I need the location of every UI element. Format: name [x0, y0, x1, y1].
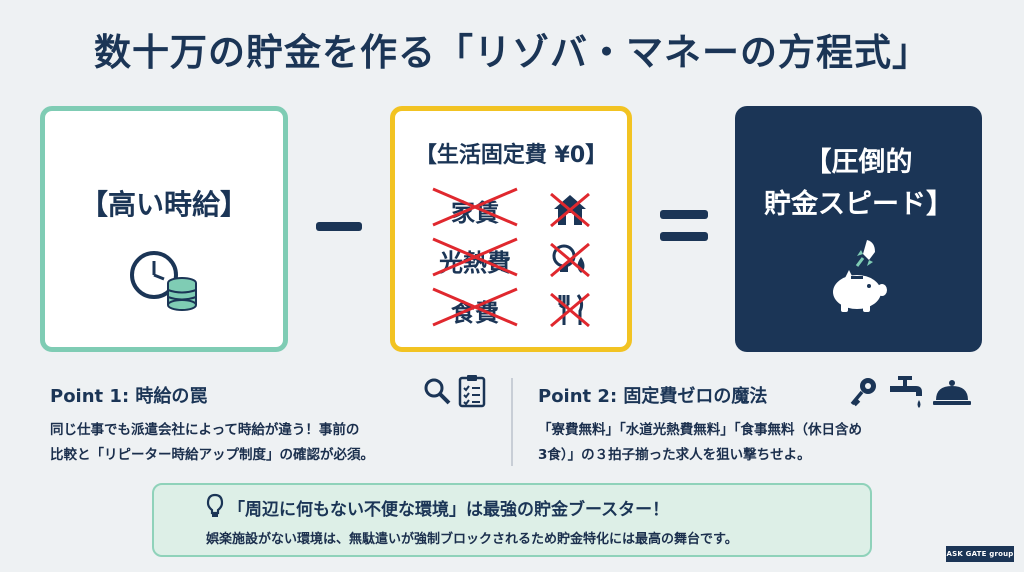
piggy-rocket-icon [832, 240, 887, 312]
cross-mark-icon [432, 237, 518, 276]
savings-speed-label: 【圧倒的 貯金スピード】 [764, 147, 953, 220]
minus-operator [316, 222, 362, 231]
equals-operator-top [660, 210, 708, 219]
tip-banner: 「周辺に何もない不便な環境」は最強の貯金ブースター！ 娯楽施設がない環境は、無駄… [152, 483, 872, 557]
cross-mark-icon [432, 187, 518, 226]
key-icon [850, 378, 876, 407]
cost-row-rent: 家賃 [421, 185, 601, 235]
faucet-icon [890, 376, 922, 408]
cross-mark-icon [550, 192, 590, 228]
high-wage-label: 【高い時給】 [79, 188, 248, 221]
equals-operator-bottom [660, 232, 708, 241]
savings-speed-box: 【圧倒的 貯金スピード】 [735, 106, 982, 352]
cross-mark-icon [550, 292, 590, 328]
tip-body: 娯楽施設がない環境は、無駄遣いが強制ブロックされるため貯金特化には最高の舞台です… [206, 532, 738, 547]
cost-row-food: 食費 [421, 285, 601, 335]
cost-row-utilities: 光熱費 [421, 235, 601, 285]
clock-coins-icon [130, 251, 197, 311]
point1-text: 同じ仕事でも派遣会社によって時給が違う！事前の 比較と「リピーター時給アップ制度… [50, 422, 374, 463]
magnifier-icon [424, 378, 451, 405]
checklist-icon [458, 375, 486, 408]
page-title: 数十万の貯金を作る「リゾバ・マネーの方程式」 [94, 31, 930, 74]
point2-title: Point 2: 固定費ゼロの魔法 [538, 386, 768, 407]
fixed-cost-box: 【生活固定費 ¥0】 家賃 光熱費 [390, 106, 632, 352]
cloche-icon [933, 380, 971, 405]
brand-logo: ASK GATE group [946, 546, 1014, 562]
section-divider [511, 378, 513, 466]
point1-title: Point 1: 時給の罠 [50, 386, 208, 407]
tip-headline: 「周辺に何もない不便な環境」は最強の貯金ブースター！ [228, 500, 670, 520]
point2-text: 「寮費無料」「水道光熱費無料」「食事無料（休日含め 3食）」の３拍子揃った求人を… [538, 422, 862, 463]
high-wage-box: 【高い時給】 [40, 106, 288, 352]
lightbulb-icon [206, 493, 224, 517]
utilities-label: 光熱費 [439, 248, 511, 277]
cross-mark-icon [550, 242, 590, 278]
cross-mark-icon [432, 287, 518, 326]
fixed-cost-label: 【生活固定費 ¥0】 [414, 143, 608, 168]
